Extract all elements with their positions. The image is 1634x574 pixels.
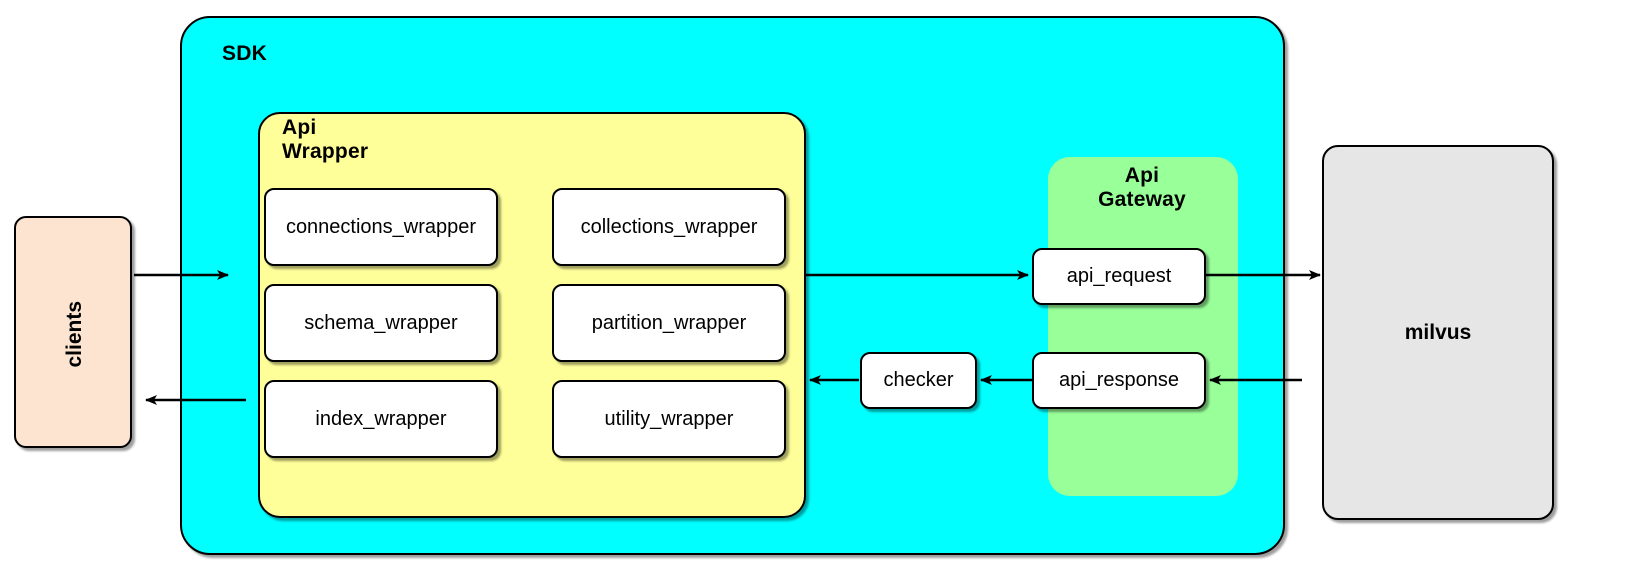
sdk-label: SDK bbox=[222, 42, 267, 65]
node-connections-wrapper[interactable]: connections_wrapper bbox=[264, 188, 498, 266]
node-schema-wrapper[interactable]: schema_wrapper bbox=[264, 284, 498, 362]
node-index-wrapper[interactable]: index_wrapper bbox=[264, 380, 498, 458]
node-api-request[interactable]: api_request bbox=[1032, 248, 1206, 305]
node-collections-wrapper[interactable]: collections_wrapper bbox=[552, 188, 786, 266]
node-milvus[interactable]: milvus bbox=[1322, 145, 1554, 520]
node-utility-wrapper[interactable]: utility_wrapper bbox=[552, 380, 786, 458]
node-api-response[interactable]: api_response bbox=[1032, 352, 1206, 409]
api-wrapper-label: Api Wrapper bbox=[282, 116, 369, 164]
node-partition-wrapper[interactable]: partition_wrapper bbox=[552, 284, 786, 362]
api-gateway-label: Api Gateway bbox=[1098, 164, 1186, 212]
node-clients[interactable]: clients bbox=[14, 216, 132, 448]
node-checker[interactable]: checker bbox=[860, 352, 977, 409]
api-gateway-container bbox=[1048, 157, 1238, 496]
